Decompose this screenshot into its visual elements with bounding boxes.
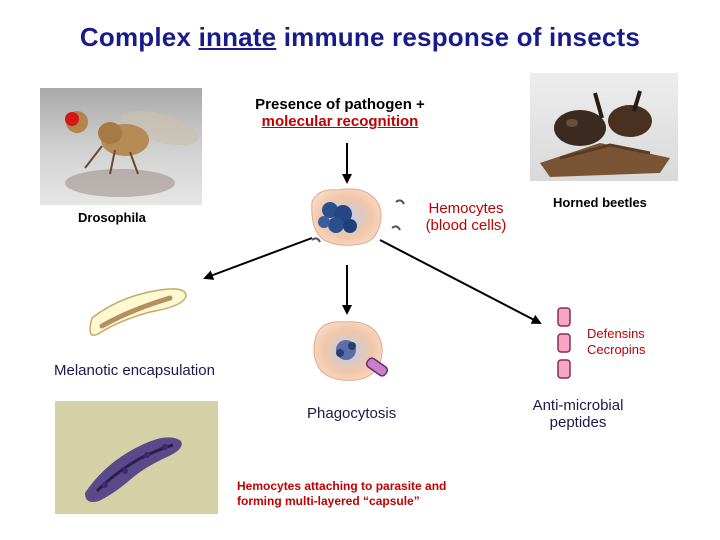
phagocytosed-particle — [365, 357, 389, 377]
arrow-right — [379, 239, 542, 324]
capsule-line2: forming multi-layered “capsule” — [237, 494, 420, 508]
bacterium-1 — [395, 199, 405, 205]
title-suffix: immune response of insects — [276, 22, 641, 52]
drosophila-label: Drosophila — [78, 210, 146, 225]
horned-beetles-photo — [530, 73, 678, 181]
melanotic-label: Melanotic encapsulation — [54, 362, 215, 379]
peptides — [557, 307, 571, 379]
capsule-line1: Hemocytes attaching to parasite and — [237, 479, 447, 493]
recognition-line1: Presence of pathogen + — [255, 96, 425, 113]
defensins-label: Defensins — [587, 326, 645, 341]
arrow-left — [203, 237, 313, 280]
peptide-names: Defensins Cecropins — [587, 326, 646, 357]
bacterium-3 — [311, 237, 321, 243]
title-prefix: Complex — [79, 22, 199, 52]
drosophila-photo — [40, 88, 202, 205]
hemocytes-line2: (blood cells) — [425, 217, 507, 234]
antimicrobial-line2: peptides — [549, 414, 607, 431]
phagocytosis-label: Phagocytosis — [307, 405, 397, 422]
page-title: Complex innate immune response of insect… — [0, 22, 720, 53]
encapsulated-parasite — [89, 288, 187, 336]
recognition-text: Presence of pathogen + molecular recogni… — [230, 96, 450, 130]
cecropins-label: Cecropins — [587, 342, 646, 357]
hemocytes-label: Hemocytes (blood cells) — [410, 200, 522, 234]
antimicrobial-line1: Anti-microbial — [532, 397, 624, 414]
hemocytes-line1: Hemocytes — [428, 200, 504, 217]
capsule-micrograph — [55, 401, 218, 514]
antimicrobial-label: Anti-microbial peptides — [510, 397, 646, 431]
bacterium-2 — [391, 225, 401, 231]
horned-beetles-label: Horned beetles — [553, 195, 647, 210]
hemocyte-cell — [311, 188, 382, 246]
capsule-caption: Hemocytes attaching to parasite and form… — [237, 479, 446, 509]
phagocyte-cell — [313, 321, 383, 381]
recognition-line2: molecular recognition — [261, 113, 419, 130]
title-underlined: innate — [198, 22, 277, 52]
